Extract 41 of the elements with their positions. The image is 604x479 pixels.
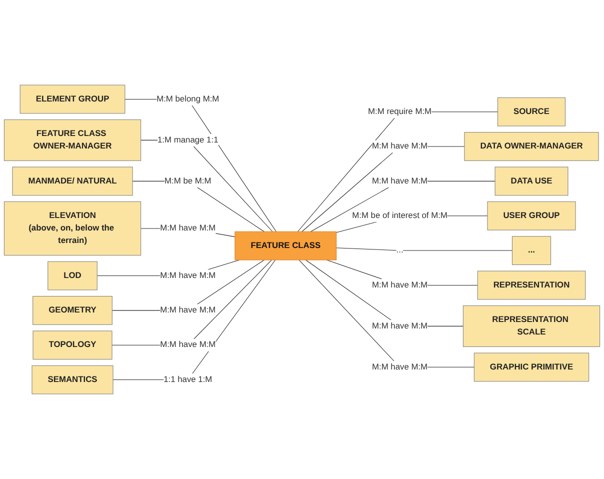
edge-label: 1:M manage 1:1 <box>157 135 218 144</box>
node-box: LOD <box>48 261 98 290</box>
node-box: FEATURE CLASS <box>234 231 337 260</box>
connector <box>112 260 264 311</box>
edge-label: M:M have M:M <box>372 362 428 372</box>
edge-label: M:M have M:M <box>160 224 216 233</box>
edge-label: M:M have M:M <box>372 321 428 330</box>
node-box: USER GROUP <box>487 201 576 230</box>
connector <box>298 260 474 368</box>
edge-label: M:M have M:M <box>160 306 216 315</box>
node-box: SEMANTICS <box>32 365 114 394</box>
node-box: GEOMETRY <box>32 296 112 325</box>
node-box: DATA OWNER-MANAGER <box>464 132 599 161</box>
connector <box>302 146 465 232</box>
node-box: SOURCE <box>497 97 566 126</box>
edge-label: M:M have M:M <box>372 142 428 151</box>
connector <box>306 260 464 326</box>
connector <box>112 260 272 346</box>
connector <box>336 248 512 251</box>
edge-label: 1:1 have 1:M <box>164 375 212 384</box>
node-box: REPRESENTATION <box>477 270 586 300</box>
edge-label: M:M belong M:M <box>156 94 220 104</box>
edge-label: M:M have M:M <box>372 176 428 186</box>
node-box: TOPOLOGY <box>32 330 112 360</box>
node-box: MANMADE/ NATURAL <box>12 166 133 196</box>
edge-label: M:M have M:M <box>160 340 216 350</box>
node-box: ... <box>512 236 552 265</box>
edge-label: M:M require M:M <box>368 107 432 116</box>
edge-label: M:M have M:M <box>160 271 216 280</box>
node-box: FEATURE CLASS OWNER-MANAGER <box>4 119 142 161</box>
node-box: REPRESENTATION SCALE <box>462 305 600 347</box>
connector <box>140 140 273 232</box>
node-box: GRAPHIC PRIMITIVE <box>474 352 590 382</box>
connector <box>112 260 276 380</box>
node-box: DATA USE <box>494 166 568 196</box>
node-box: ELEVATION (above, on, below the terrain) <box>4 201 142 256</box>
edge-label: M:M be of interest of M:M <box>352 211 448 220</box>
node-box: ELEMENT GROUP <box>20 84 126 114</box>
edge-label: M:M have M:M <box>372 280 428 290</box>
edge-label: M:M be M:M <box>164 176 212 186</box>
edge-label: ... <box>396 246 404 255</box>
